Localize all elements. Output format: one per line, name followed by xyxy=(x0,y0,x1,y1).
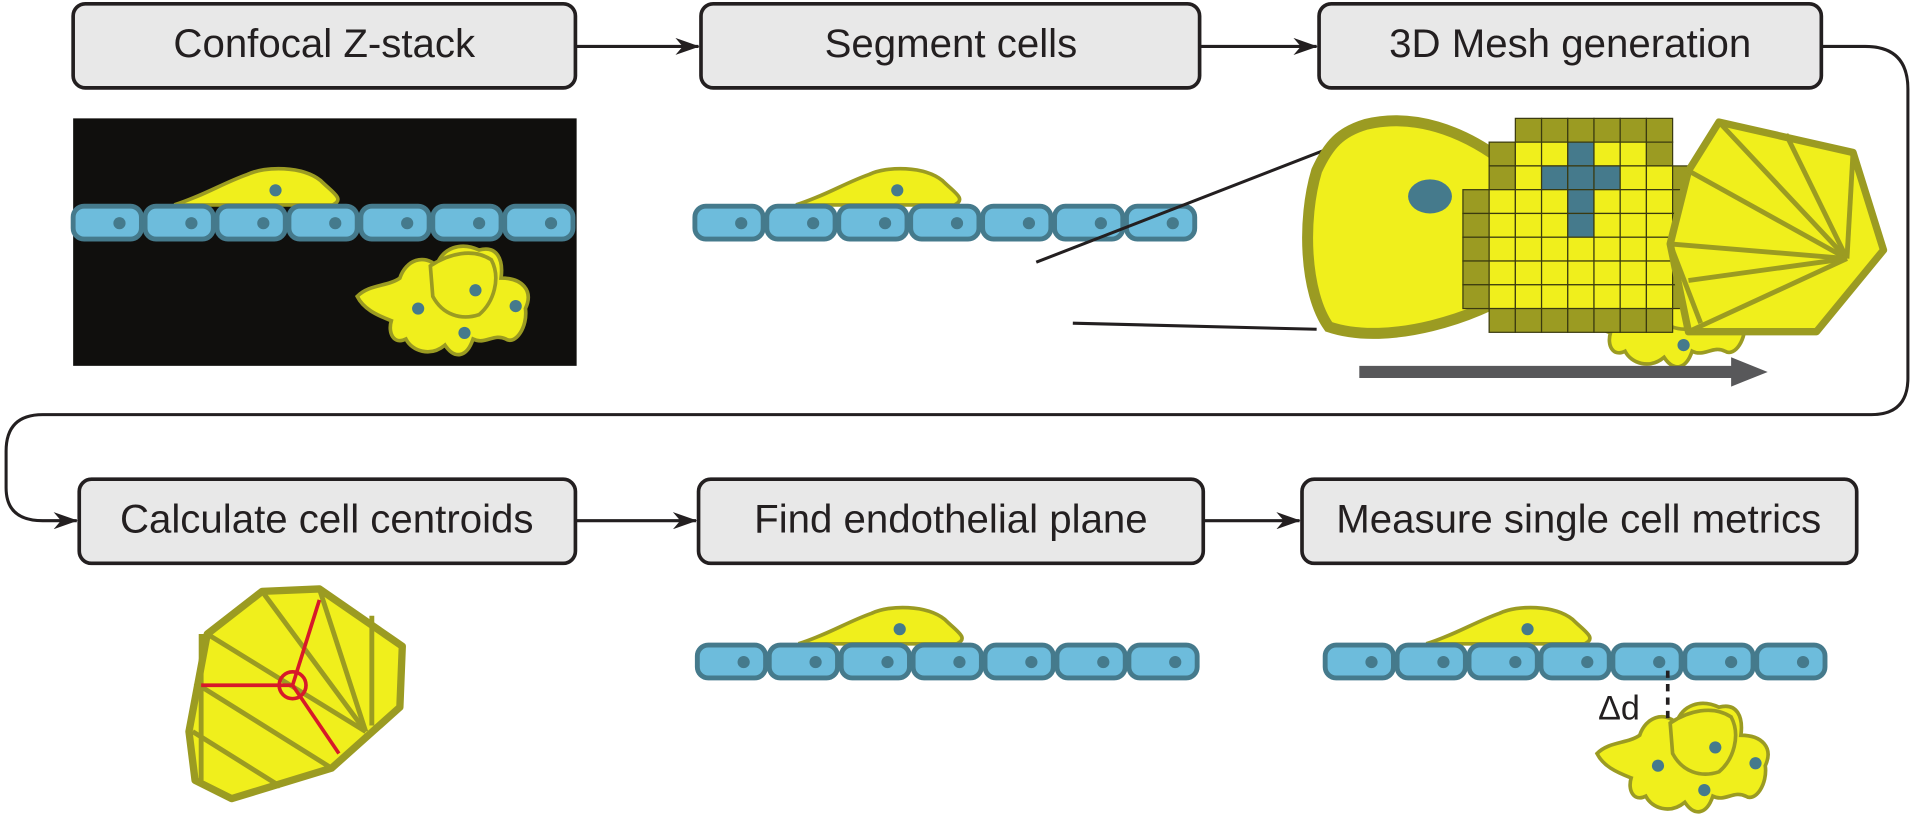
step-mesh: 3D Mesh generation xyxy=(1317,1,1824,90)
endothelial-cell xyxy=(838,642,912,681)
cell-scene xyxy=(1322,605,1828,681)
endothelial-cell xyxy=(70,203,144,242)
endothelial-cell xyxy=(692,203,766,242)
step-metrics: Measure single cell metrics xyxy=(1300,477,1859,566)
centroid-mesh xyxy=(185,585,406,803)
triangle-mesh xyxy=(1666,118,1888,336)
endothelial-cell xyxy=(1538,642,1612,681)
cell-cluster xyxy=(1594,701,1770,814)
step-centroids: Calculate cell centroids xyxy=(77,477,578,566)
endothelial-cell xyxy=(1126,642,1200,681)
step-confocal: Confocal Z-stack xyxy=(71,1,578,90)
migrating-cell xyxy=(173,166,340,207)
step-label: 3D Mesh generation xyxy=(1389,21,1751,66)
arrow-3-4 xyxy=(4,44,1910,530)
voxel-grid xyxy=(1462,117,1700,333)
cell-scene xyxy=(70,166,576,357)
centroid-marker xyxy=(201,599,341,755)
endothelial-cell xyxy=(908,203,982,242)
endothelial-cell xyxy=(1052,203,1126,242)
endothelial-cell xyxy=(1682,642,1756,681)
endothelial-cell xyxy=(910,642,984,681)
step-label: Measure single cell metrics xyxy=(1336,497,1821,542)
endothelial-cell xyxy=(1754,642,1828,681)
mesh-stages xyxy=(1302,115,1888,387)
endothelial-cell xyxy=(980,203,1054,242)
step-label: Calculate cell centroids xyxy=(120,497,534,542)
endothelial-cell xyxy=(1054,642,1128,681)
zoom-line xyxy=(1072,321,1317,331)
progress-arrow-head xyxy=(1731,357,1768,387)
zoom-line xyxy=(1035,135,1360,264)
step-plane: Find endothelial plane xyxy=(696,477,1206,566)
endothelial-cell xyxy=(764,203,838,242)
endothelial-cell xyxy=(694,642,769,681)
endothelial-cell xyxy=(1610,642,1684,681)
step-label: Find endothelial plane xyxy=(754,497,1148,542)
endothelial-cell xyxy=(502,203,576,242)
nucleus xyxy=(1408,179,1452,214)
migrating-cell xyxy=(797,605,964,646)
step-segment: Segment cells xyxy=(699,1,1202,90)
endothelial-cell xyxy=(1466,642,1540,681)
endothelial-cell xyxy=(142,203,216,242)
cell-scene xyxy=(694,605,1770,814)
endothelial-cell xyxy=(766,642,840,681)
delta-d-label: Δd xyxy=(1598,689,1640,727)
endothelial-cell xyxy=(430,203,504,242)
connectors xyxy=(4,37,1910,530)
endothelial-cell xyxy=(836,203,910,242)
endothelial-cell xyxy=(286,203,360,242)
step-label: Segment cells xyxy=(825,21,1078,66)
endothelial-cell xyxy=(214,203,288,242)
endothelial-cell xyxy=(1322,642,1396,681)
endothelial-cell xyxy=(1124,203,1198,242)
endothelial-cell xyxy=(358,203,432,242)
endothelial-cell xyxy=(1394,642,1468,681)
migrating-cell xyxy=(795,166,962,207)
migrating-cell xyxy=(1425,605,1592,646)
cell-cluster xyxy=(354,244,530,357)
step-label: Confocal Z-stack xyxy=(173,21,476,66)
endothelial-cell xyxy=(982,642,1056,681)
